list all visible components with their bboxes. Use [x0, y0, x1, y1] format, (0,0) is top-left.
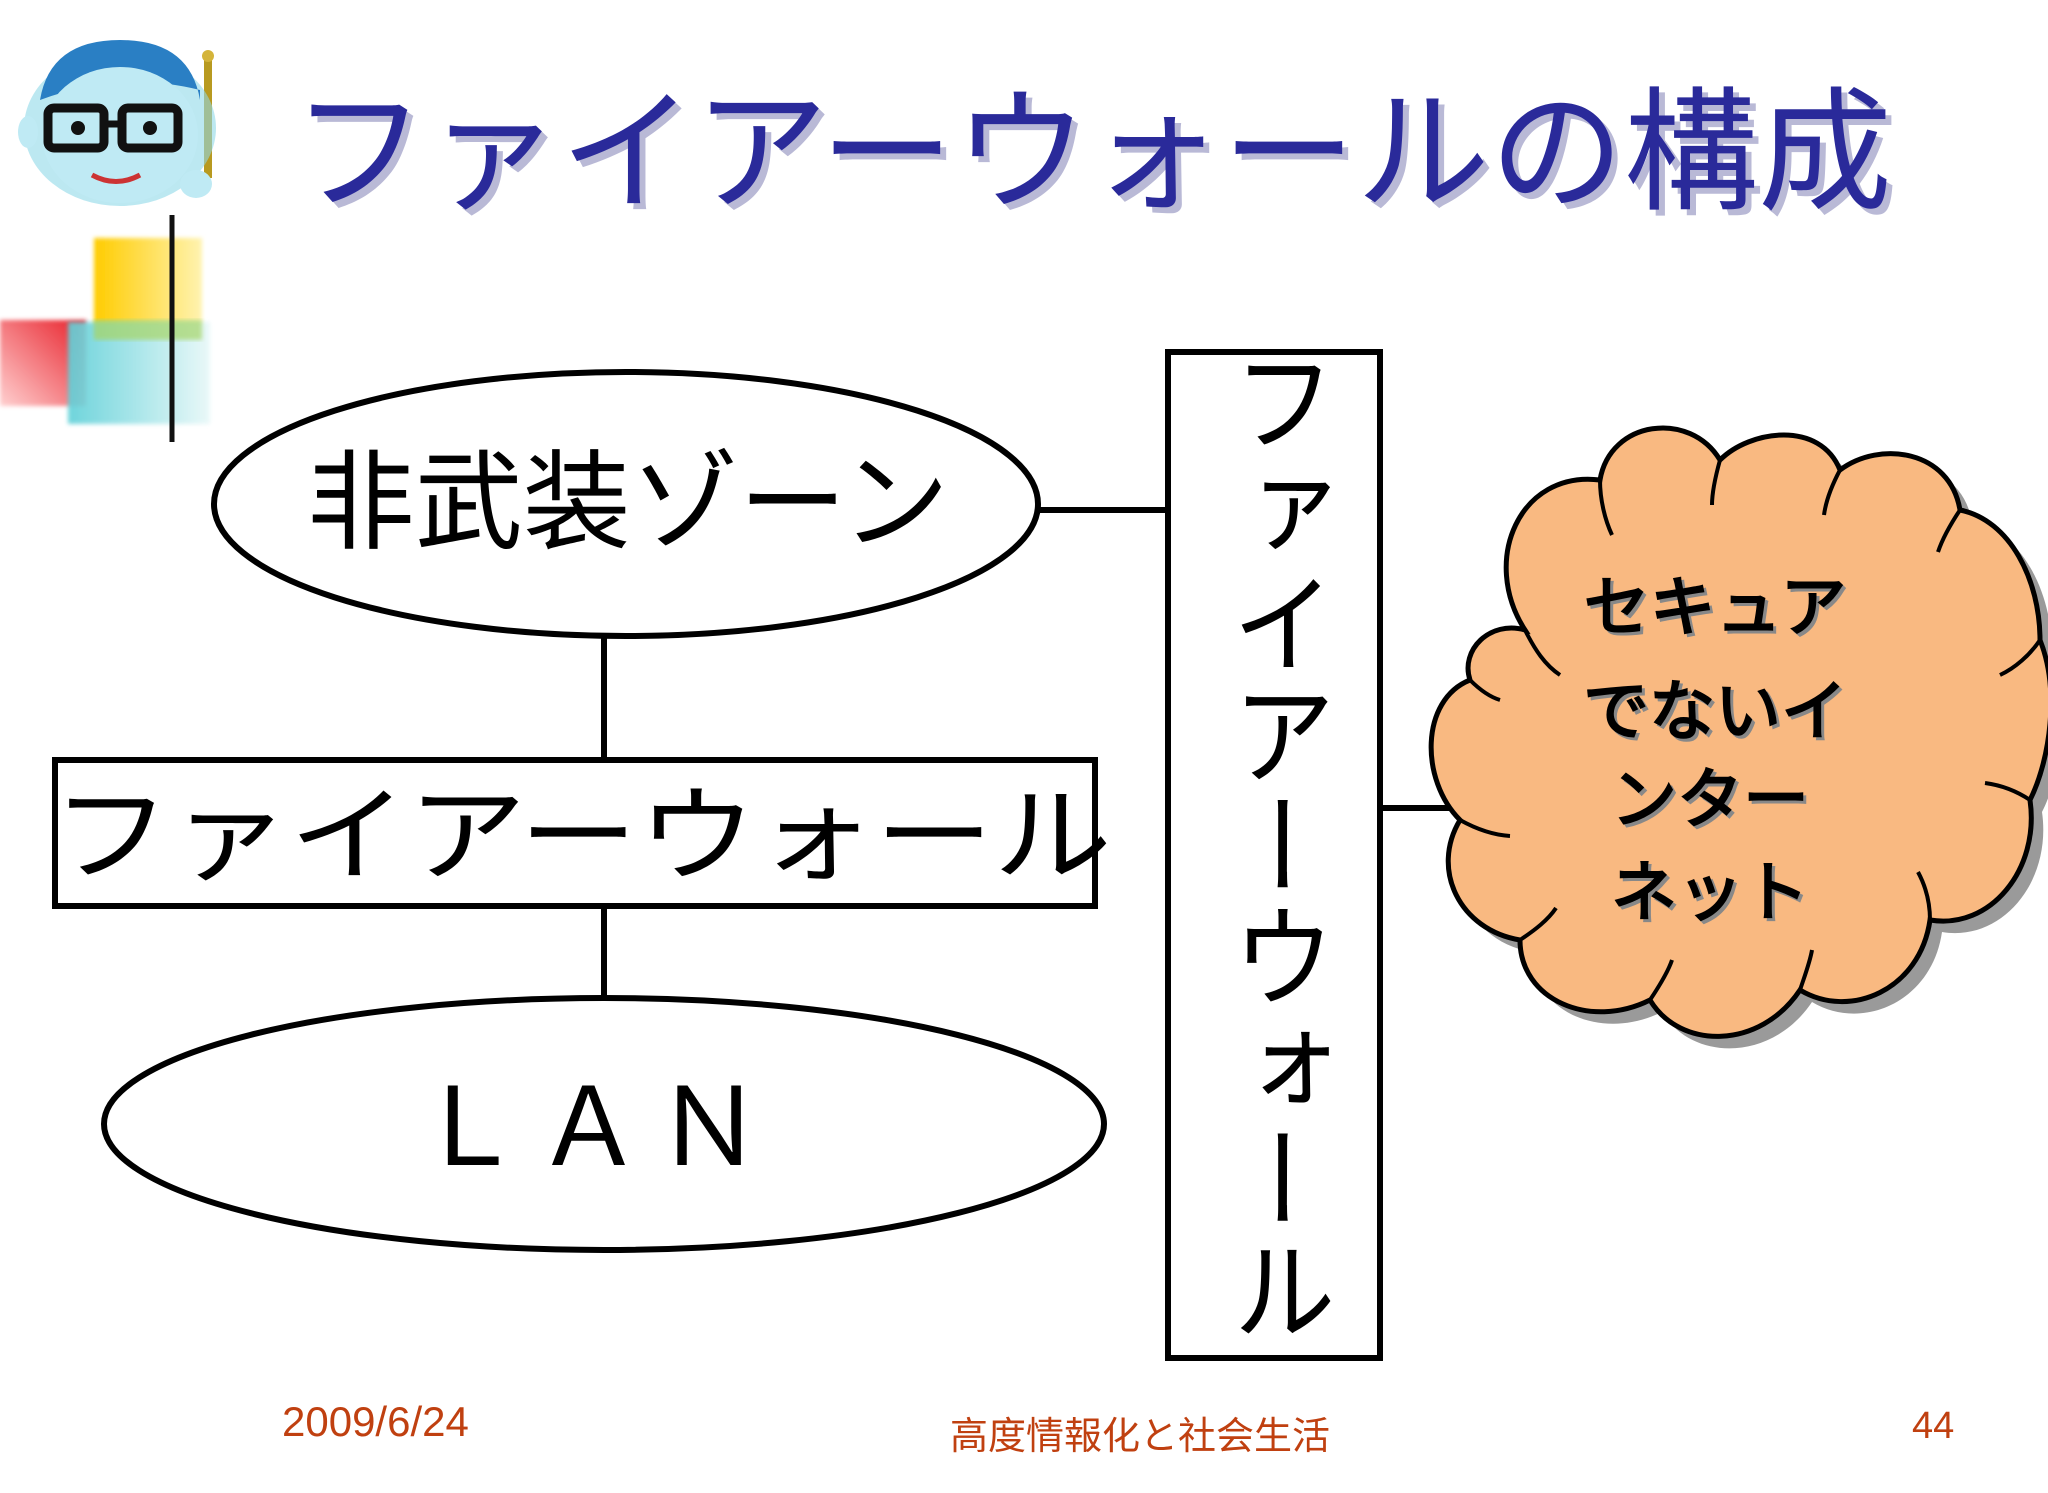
internet-cloud: セキュア セキュア でないイ でないイ ンター ンター ネット ネット [1428, 425, 2048, 1049]
internet-label-line-4-shadow: ネット [1614, 857, 1812, 934]
connector-lines [601, 507, 1460, 998]
internet-label-line-1-shadow: セキュア [1587, 572, 1850, 649]
lan-label: ＬＡＮ [415, 1066, 775, 1191]
footer-course-title: 高度情報化と社会生活 [950, 1414, 1331, 1458]
outer-firewall-node: ファイアーウォール [1165, 345, 1383, 1361]
internet-label-line-3-shadow: ンター [1614, 764, 1812, 841]
dmz-label: 非武装ゾーン [307, 441, 950, 566]
lan-node: ＬＡＮ [101, 995, 1107, 1253]
decorative-color-blocks [0, 238, 210, 424]
internet-label-line-2: でないイ [1583, 673, 1847, 750]
title-text: ファイアーウォールの構成 [292, 75, 1892, 231]
internet-label-line-4: ネット [1611, 854, 1809, 931]
teacher-mascot-icon [18, 40, 216, 206]
inner-firewall-label: ファイアーウォール [52, 775, 1112, 897]
title-shadow: ファイアーウォールの構成 [298, 81, 1898, 237]
inner-firewall-node: ファイアーウォール [52, 757, 1112, 909]
footer-page-number: 44 [1912, 1405, 1955, 1447]
footer-date: 2009/6/24 [282, 1398, 469, 1445]
outer-firewall-label: ファイアーウォール [1213, 345, 1335, 1345]
slide-title: ファイアーウォールの構成 ファイアーウォールの構成 [292, 75, 1898, 237]
title-rule [118, 215, 2048, 442]
internet-label-line-2-shadow: でないイ [1586, 676, 1850, 753]
internet-label-line-3: ンター [1611, 761, 1809, 838]
internet-label-line-1: セキュア [1584, 569, 1847, 646]
dmz-node: 非武装ゾーン [211, 369, 1041, 639]
internet-label: セキュア セキュア でないイ でないイ ンター ンター ネット ネット [1583, 569, 1850, 934]
